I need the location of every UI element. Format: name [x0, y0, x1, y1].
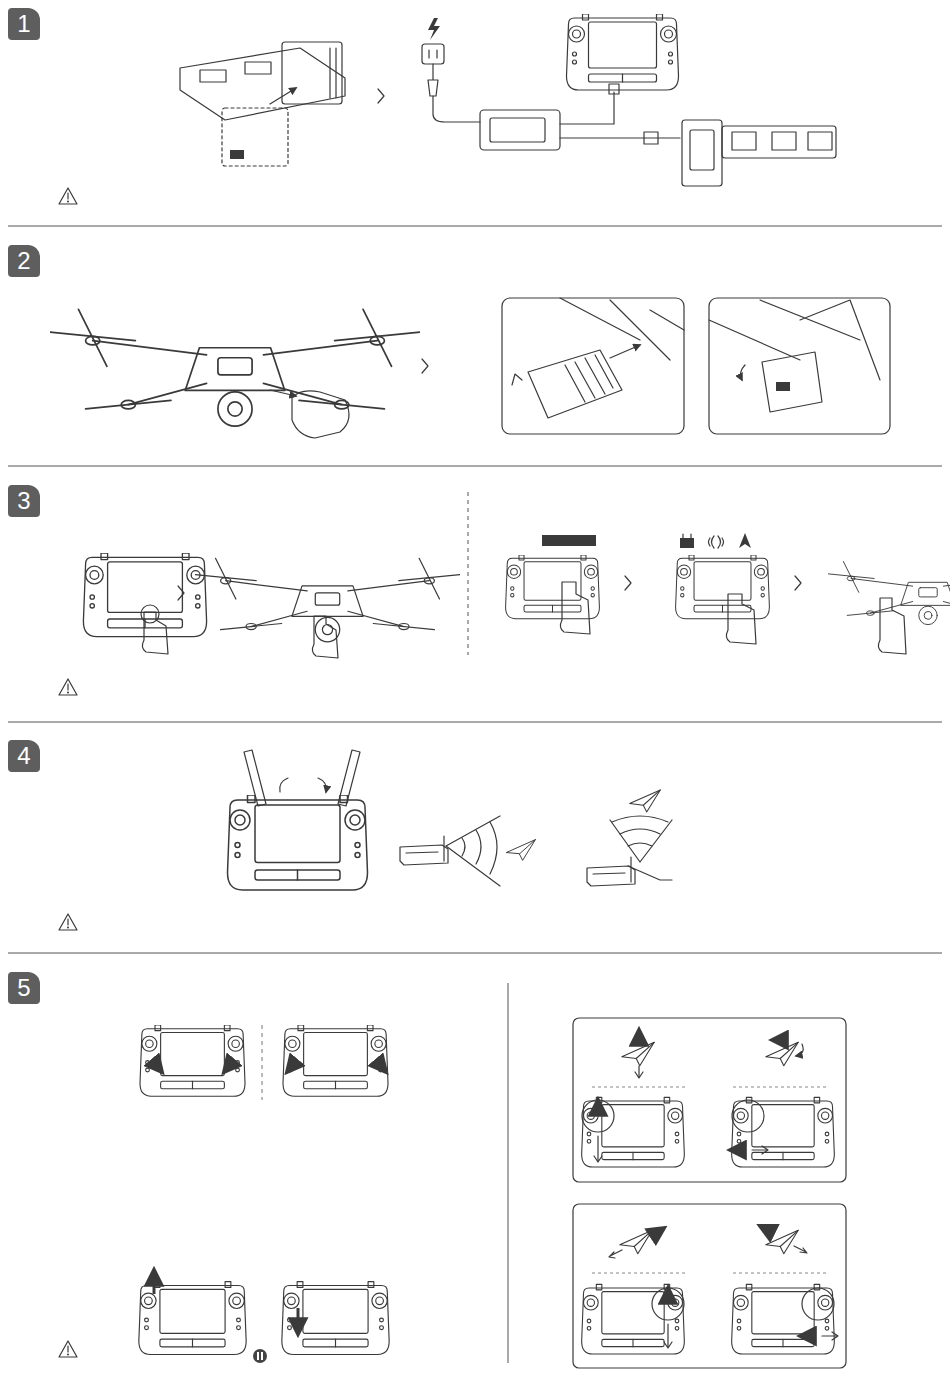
step-number: 5 [17, 976, 30, 1000]
remote-controller [228, 795, 368, 890]
signal-beam [610, 816, 672, 862]
next-chevron [378, 89, 384, 103]
step-number: 1 [17, 12, 30, 36]
step-badge: 1 [8, 8, 40, 40]
remote-controller [83, 553, 206, 637]
stick-mode-panel [573, 1204, 846, 1368]
step-badge: 4 [8, 740, 40, 772]
signal-beam [446, 816, 500, 886]
charging-hub-figure [180, 42, 345, 166]
hand-press [560, 582, 590, 634]
drone [828, 562, 950, 625]
aircraft-icon [766, 1230, 798, 1253]
battery-lock-panel [709, 298, 890, 434]
battery-insert-panel [502, 298, 684, 434]
warning-icon [59, 914, 77, 930]
hand-press [312, 616, 338, 658]
stick-arrows [152, 1060, 386, 1072]
drone [50, 309, 420, 426]
hand-press [141, 605, 168, 654]
step-badge: 3 [8, 485, 40, 517]
next-chevron [625, 576, 631, 590]
throttle-arrows [154, 1270, 298, 1334]
step-number: 3 [17, 489, 30, 513]
remote-controller [676, 555, 770, 619]
drone [195, 558, 460, 641]
aircraft-icon [766, 1042, 798, 1065]
next-chevron [795, 576, 801, 590]
aircraft-icon [620, 1230, 652, 1253]
antennas [244, 750, 360, 806]
step-number: 4 [17, 744, 30, 768]
warning-icon [59, 679, 77, 695]
aircraft-icon [630, 790, 661, 812]
hand-press [878, 598, 906, 654]
remote-controller [282, 1282, 389, 1355]
step-number: 2 [17, 249, 30, 273]
remote-controller [567, 14, 679, 90]
gimbal-cover-removal [270, 390, 349, 438]
warning-icon [59, 1341, 77, 1357]
remote-controller [140, 1025, 245, 1096]
aircraft-icon [507, 840, 536, 861]
step-badge: 5 [8, 972, 40, 1004]
dashed-divider [468, 492, 469, 655]
status-icons [680, 533, 751, 548]
vertical-divider [508, 983, 509, 1363]
goggles [587, 857, 635, 886]
goggles [400, 836, 448, 865]
next-chevron [422, 359, 428, 373]
battery-hub-figure [682, 120, 836, 186]
pause-icon [253, 1349, 267, 1363]
warning-icon [59, 188, 77, 204]
charger-figure [422, 18, 680, 150]
section-dividers [8, 226, 942, 953]
dashed-divider [262, 1025, 263, 1100]
remote-controller [506, 555, 600, 619]
next-chevron [178, 586, 184, 600]
step-badge: 2 [8, 245, 40, 277]
aircraft-icon [622, 1042, 654, 1065]
remote-controller [283, 1025, 388, 1096]
hand-press [726, 594, 756, 644]
highlight-bar [542, 535, 596, 546]
stick-mode-panel [573, 1018, 846, 1182]
antenna-flat [628, 866, 672, 880]
